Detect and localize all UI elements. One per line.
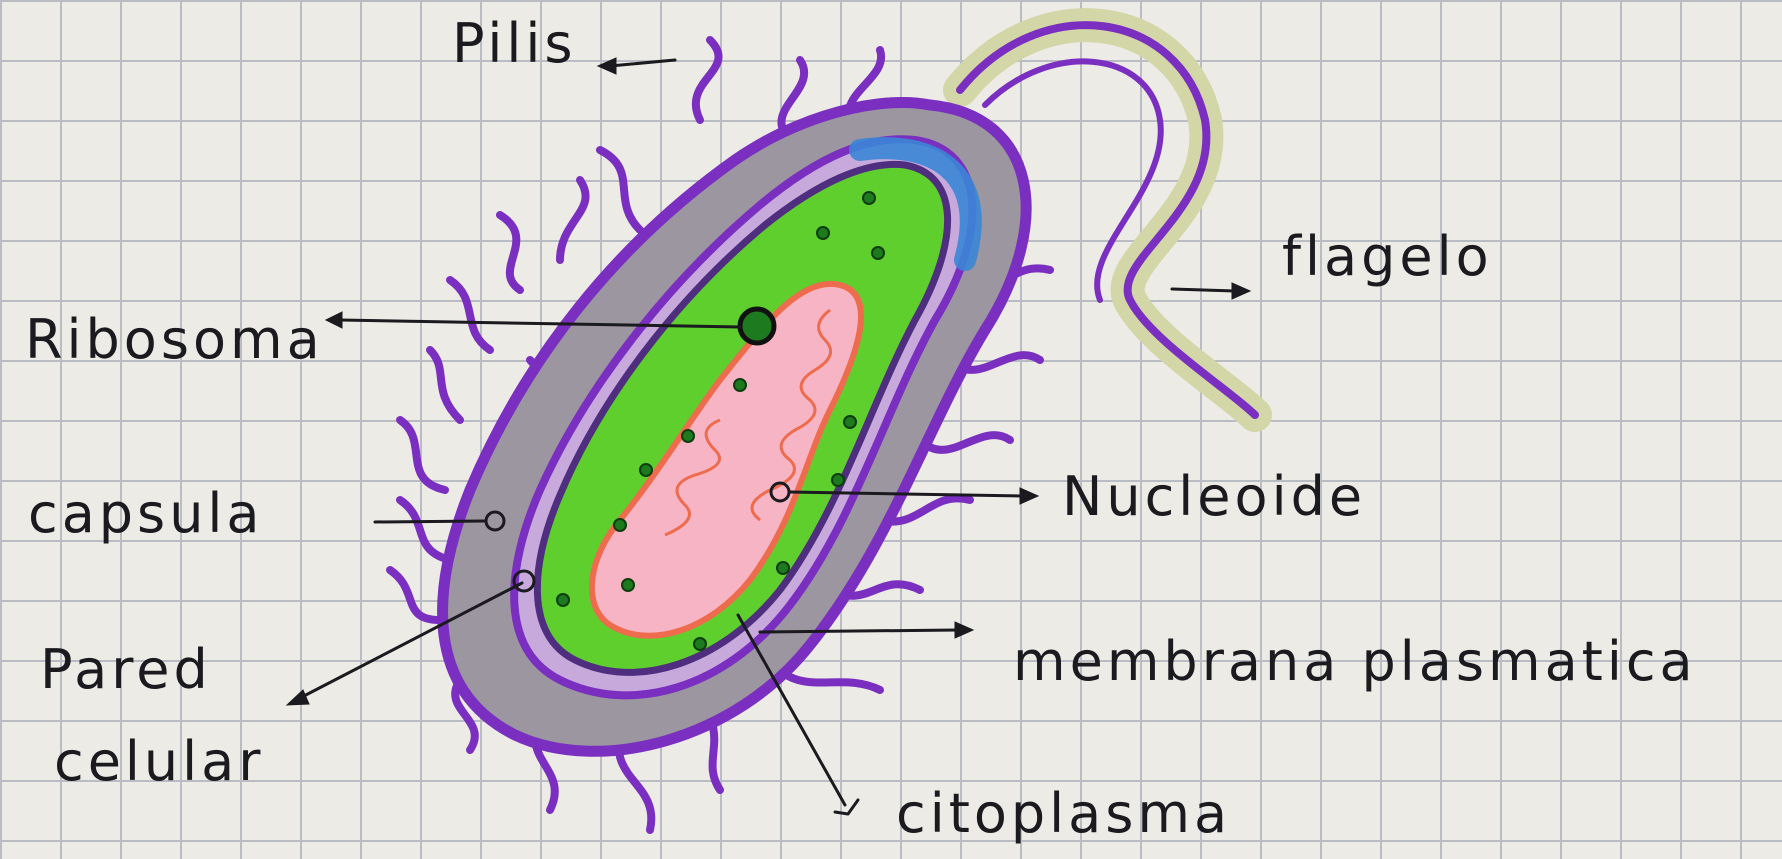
flagelo-arrowhead [1232,283,1250,299]
label-pilis: Pilis [452,12,577,75]
pilis-arrowhead [598,58,616,74]
cell-body [443,102,1027,751]
membrana-pointer [760,630,958,632]
label-citoplasma: citoplasma [896,782,1231,845]
nucleoide-arrowhead [1020,488,1038,504]
label-celular: celular [54,730,264,793]
capsula-pointer [375,521,484,522]
label-nucleoide: Nucleoide [1062,465,1366,528]
citoplasma-arrowhead [835,800,858,814]
membrana-arrowhead [955,622,973,638]
pared-arrowhead [287,690,309,705]
label-flagelo: flagelo [1282,225,1493,288]
label-capsula: capsula [28,482,264,545]
flagelo-pointer [1172,289,1235,291]
pilis-pointer [610,60,675,66]
ribosome-marker [740,309,774,343]
label-membrana-plasmatica: membrana plasmatica [1013,630,1697,693]
ribosoma-arrowhead [326,312,342,328]
label-pared: Pared [40,638,212,701]
label-ribosoma: Ribosoma [25,308,324,371]
